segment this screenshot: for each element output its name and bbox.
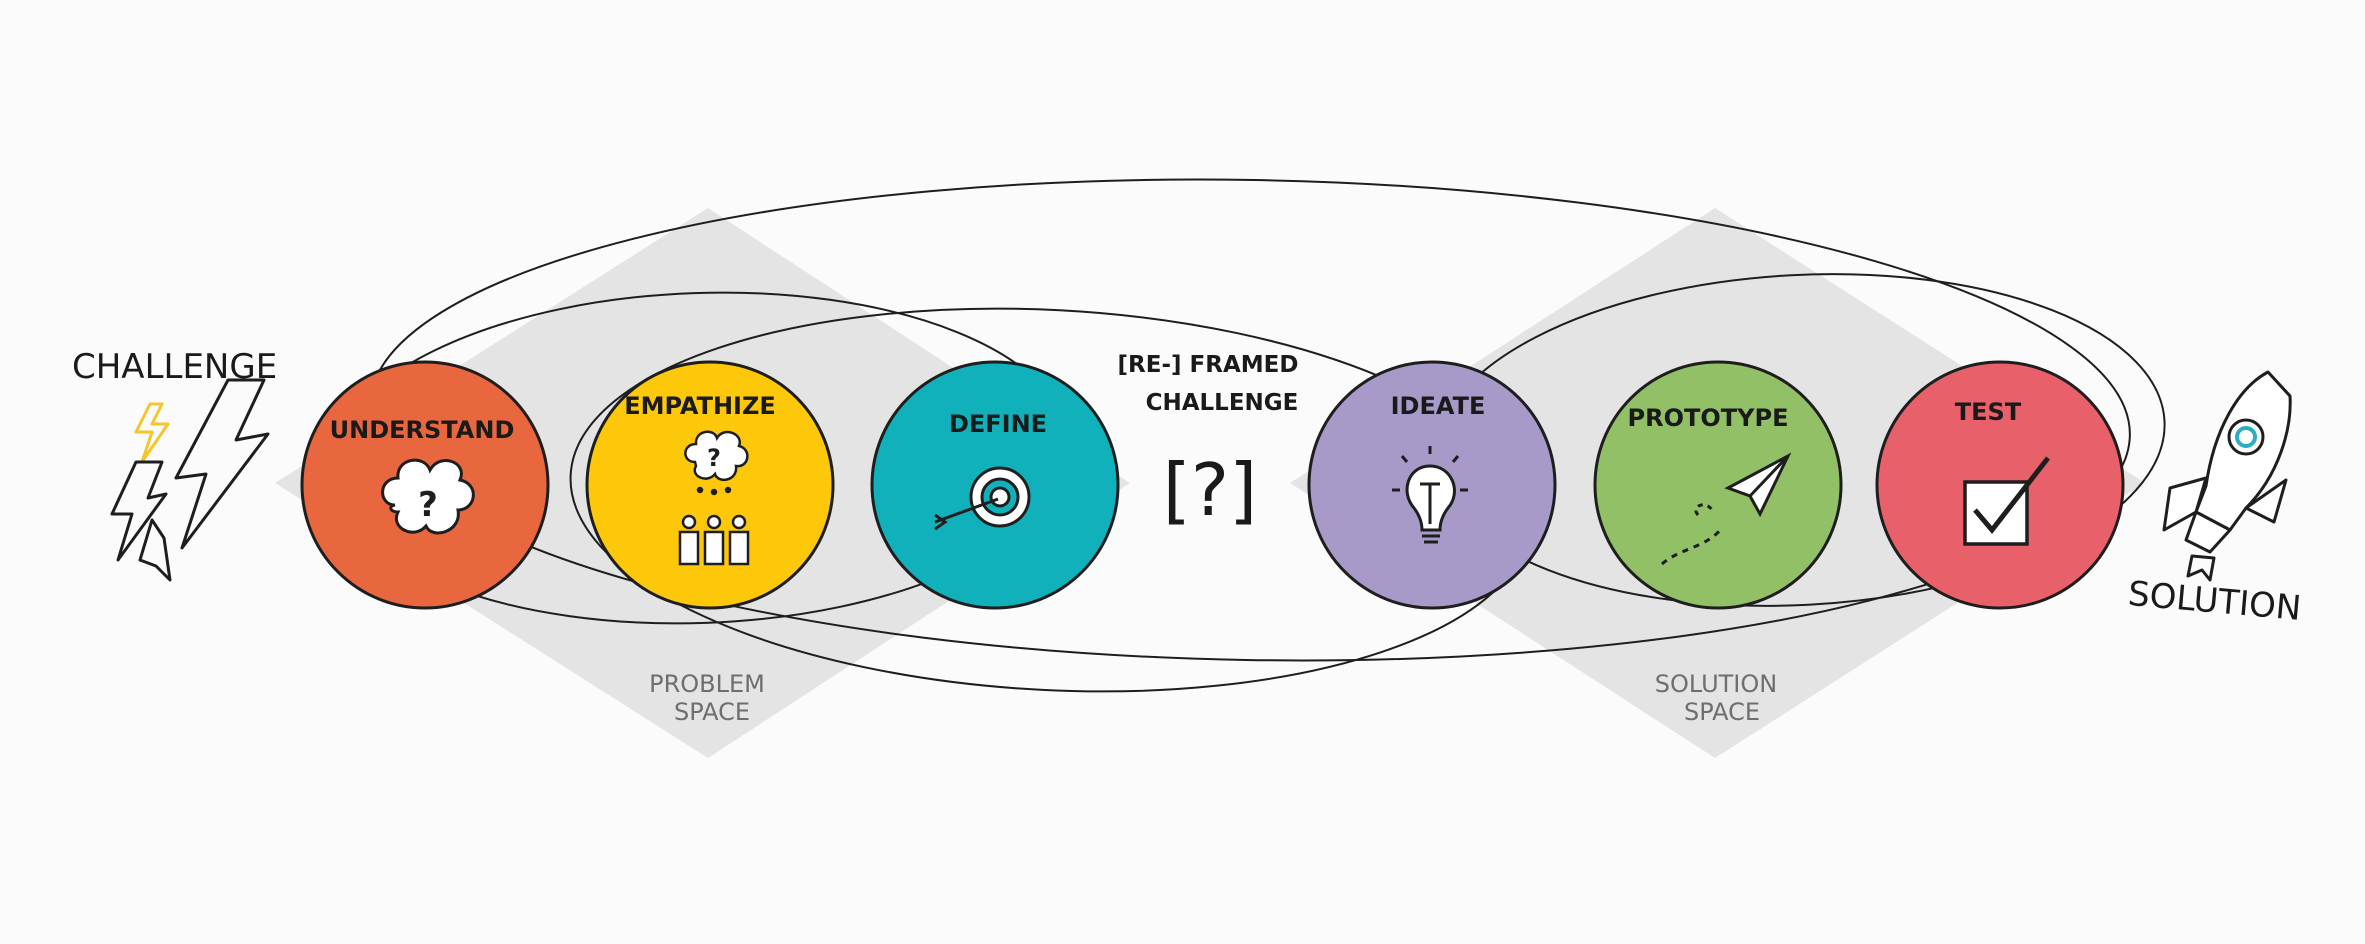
solution-space-line1: SOLUTION bbox=[1655, 670, 1777, 698]
svg-text:?: ? bbox=[707, 444, 721, 472]
lightbulb-icon bbox=[1392, 446, 1468, 544]
reframed-line1: [RE-] FRAMED bbox=[1118, 352, 1299, 378]
empathize-circle bbox=[585, 360, 835, 610]
stage-label-prototype: PROTOTYPE bbox=[1628, 404, 1789, 432]
stage-label-test: TEST bbox=[1955, 398, 2022, 426]
checkbox-icon bbox=[1963, 456, 2050, 546]
people-thinking-icon: ? bbox=[678, 430, 750, 566]
problem-space-line1: PROBLEM bbox=[649, 670, 765, 698]
stage-label-ideate: IDEATE bbox=[1391, 392, 1486, 420]
reframed-line2: CHALLENGE bbox=[1146, 390, 1299, 416]
thought-cloud-question-icon: ? bbox=[381, 458, 475, 535]
reframed-challenge: [RE-] FRAMED CHALLENGE [?] bbox=[1118, 352, 1299, 532]
stage-label-understand: UNDERSTAND bbox=[330, 416, 515, 444]
svg-text:?: ? bbox=[418, 485, 438, 525]
prototype-circle bbox=[1593, 360, 1843, 610]
stage-label-empathize: EMPATHIZE bbox=[624, 392, 776, 420]
problem-space-line2: SPACE bbox=[674, 698, 750, 726]
paper-plane-icon bbox=[1661, 452, 1792, 566]
solution-label: SOLUTION bbox=[2126, 574, 2302, 629]
target-arrow-icon bbox=[934, 466, 1031, 531]
lightning-icon bbox=[110, 378, 270, 582]
reframed-question-symbol: [?] bbox=[1163, 448, 1257, 532]
stage-label-define: DEFINE bbox=[949, 410, 1047, 438]
rocket-icon bbox=[2162, 370, 2292, 582]
solution-space-line2: SPACE bbox=[1684, 698, 1760, 726]
